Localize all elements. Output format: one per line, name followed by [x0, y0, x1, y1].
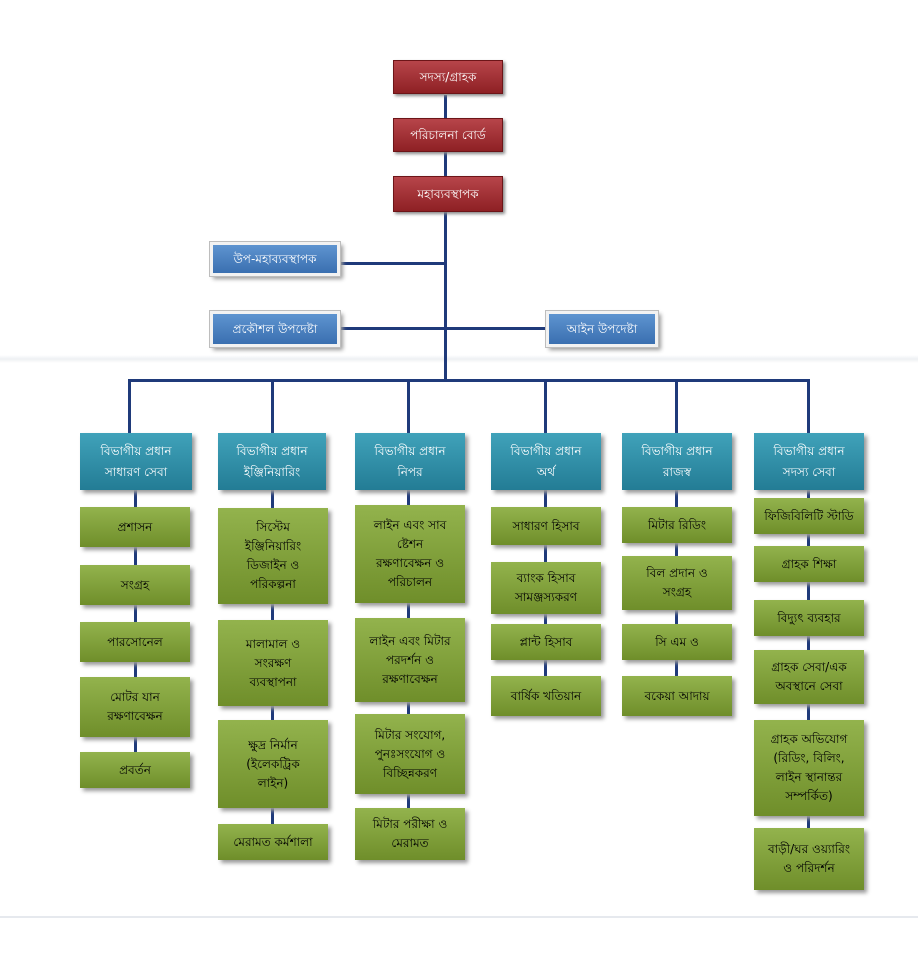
background-band	[0, 355, 918, 363]
members-consumers-box: সদস্য/গ্রাহক	[393, 60, 503, 94]
board-of-directors-box: পরিচালনা বোর্ড	[393, 118, 503, 152]
legal-advisor-box: আইন উপদেষ্টা	[545, 310, 659, 348]
connector-dept-2	[271, 379, 274, 433]
unit-consumer-service: গ্রাহক সেবা/এক অবস্থানে সেবা	[754, 650, 864, 704]
deputy-gm-box: উপ-মহাব্যবস্থাপক	[209, 241, 341, 277]
dept-head-engineering: বিভাগীয় প্রধান ইঞ্জিনিয়ারিং	[218, 433, 326, 490]
unit-administration: প্রশাসন	[80, 507, 190, 547]
dept-head-general-services: বিভাগীয় প্রধান সাধারণ সেবা	[80, 433, 192, 490]
unit-annual-ledger: বার্ষিক খতিয়ান	[491, 676, 601, 716]
unit-enforcement: প্রবর্তন	[80, 752, 190, 788]
connector-dept-5	[675, 379, 678, 433]
connector-deputy-gm	[340, 262, 446, 265]
dept-head-revenue: বিভাগীয় প্রধান রাজস্ব	[622, 433, 732, 490]
unit-feasibility-study: ফিজিবিলিটি স্টাডি	[754, 498, 864, 534]
unit-consumer-education: গ্রাহক শিক্ষা	[754, 546, 864, 582]
unit-personnel: পারসোনেল	[80, 622, 190, 662]
connector-dept-4	[544, 379, 547, 433]
engineering-advisor-box: প্রকৌশল উপদেষ্টা	[209, 310, 341, 348]
unit-general-accounts: সাধারণ হিসাব	[491, 507, 601, 545]
connector-advisors	[340, 327, 547, 330]
connector-dept-3	[407, 379, 410, 433]
dept-head-member-services: বিভাগীয় প্রধান সদস্য সেবা	[754, 433, 864, 490]
dept-head-finance: বিভাগীয় প্রধান অর্থ	[491, 433, 601, 490]
unit-meter-connection: মিটার সংযোগ, পুনঃসংযোগ ও বিচ্ছিন্নকরণ	[355, 714, 465, 794]
connector-dept-1	[128, 379, 131, 433]
connector-dept-6	[807, 379, 810, 433]
unit-cmo: সি এম ও	[622, 624, 732, 660]
unit-electricity-usage: বিদ্যুৎ ব্যবহার	[754, 600, 864, 636]
bottom-divider	[0, 916, 918, 918]
unit-house-wiring-inspection: বাড়ী/ঘর ওয়্যারিং ও পরিদর্শন	[754, 828, 864, 890]
unit-billing-collection: বিল প্রদান ও সংগ্রহ	[622, 556, 732, 610]
unit-materials-storage: মালামাল ও সংরক্ষণ ব্যবস্থাপনা	[218, 620, 328, 706]
connector-main-trunk	[444, 95, 447, 380]
unit-bank-reconciliation: ব্যাংক হিসাব সামঞ্জস্যকরণ	[491, 562, 601, 614]
unit-repair-workshop: মেরামত কর্মশালা	[218, 824, 328, 860]
unit-meter-testing-repair: মিটার পরীক্ষা ও মেরামত	[355, 808, 465, 860]
dept-head-nipor: বিভাগীয় প্রধান নিপর	[355, 433, 465, 490]
unit-line-substation-maintenance: লাইন এবং সাব ষ্টেশন রক্ষণাবেক্ষন ও পরিচা…	[355, 505, 465, 603]
unit-vehicle-maintenance: মোটর যান রক্ষণাবেক্ষন	[80, 677, 190, 737]
unit-plant-accounts: প্লান্ট হিসাব	[491, 624, 601, 660]
unit-system-engineering-design: সিস্টেম ইঞ্জিনিয়ারিং ডিজাইন ও পরিকল্পনা	[218, 508, 328, 604]
unit-line-meter-inspection: লাইন এবং মিটার পরদর্শন ও রক্ষণাবেক্ষন	[355, 618, 465, 702]
unit-small-construction: ক্ষুদ্র নির্মান (ইলেকট্রিক লাইন)	[218, 720, 328, 808]
unit-consumer-complaints: গ্রাহক অভিযোগ (রিডিং, বিলিং, লাইন স্থানা…	[754, 720, 864, 816]
connector-department-bar	[128, 379, 810, 382]
unit-procurement: সংগ্রহ	[80, 565, 190, 605]
unit-arrears-collection: বকেয়া আদায়	[622, 676, 732, 716]
unit-meter-reading: মিটার রিডিং	[622, 507, 732, 543]
general-manager-box: মহাব্যবস্থাপক	[393, 176, 503, 212]
